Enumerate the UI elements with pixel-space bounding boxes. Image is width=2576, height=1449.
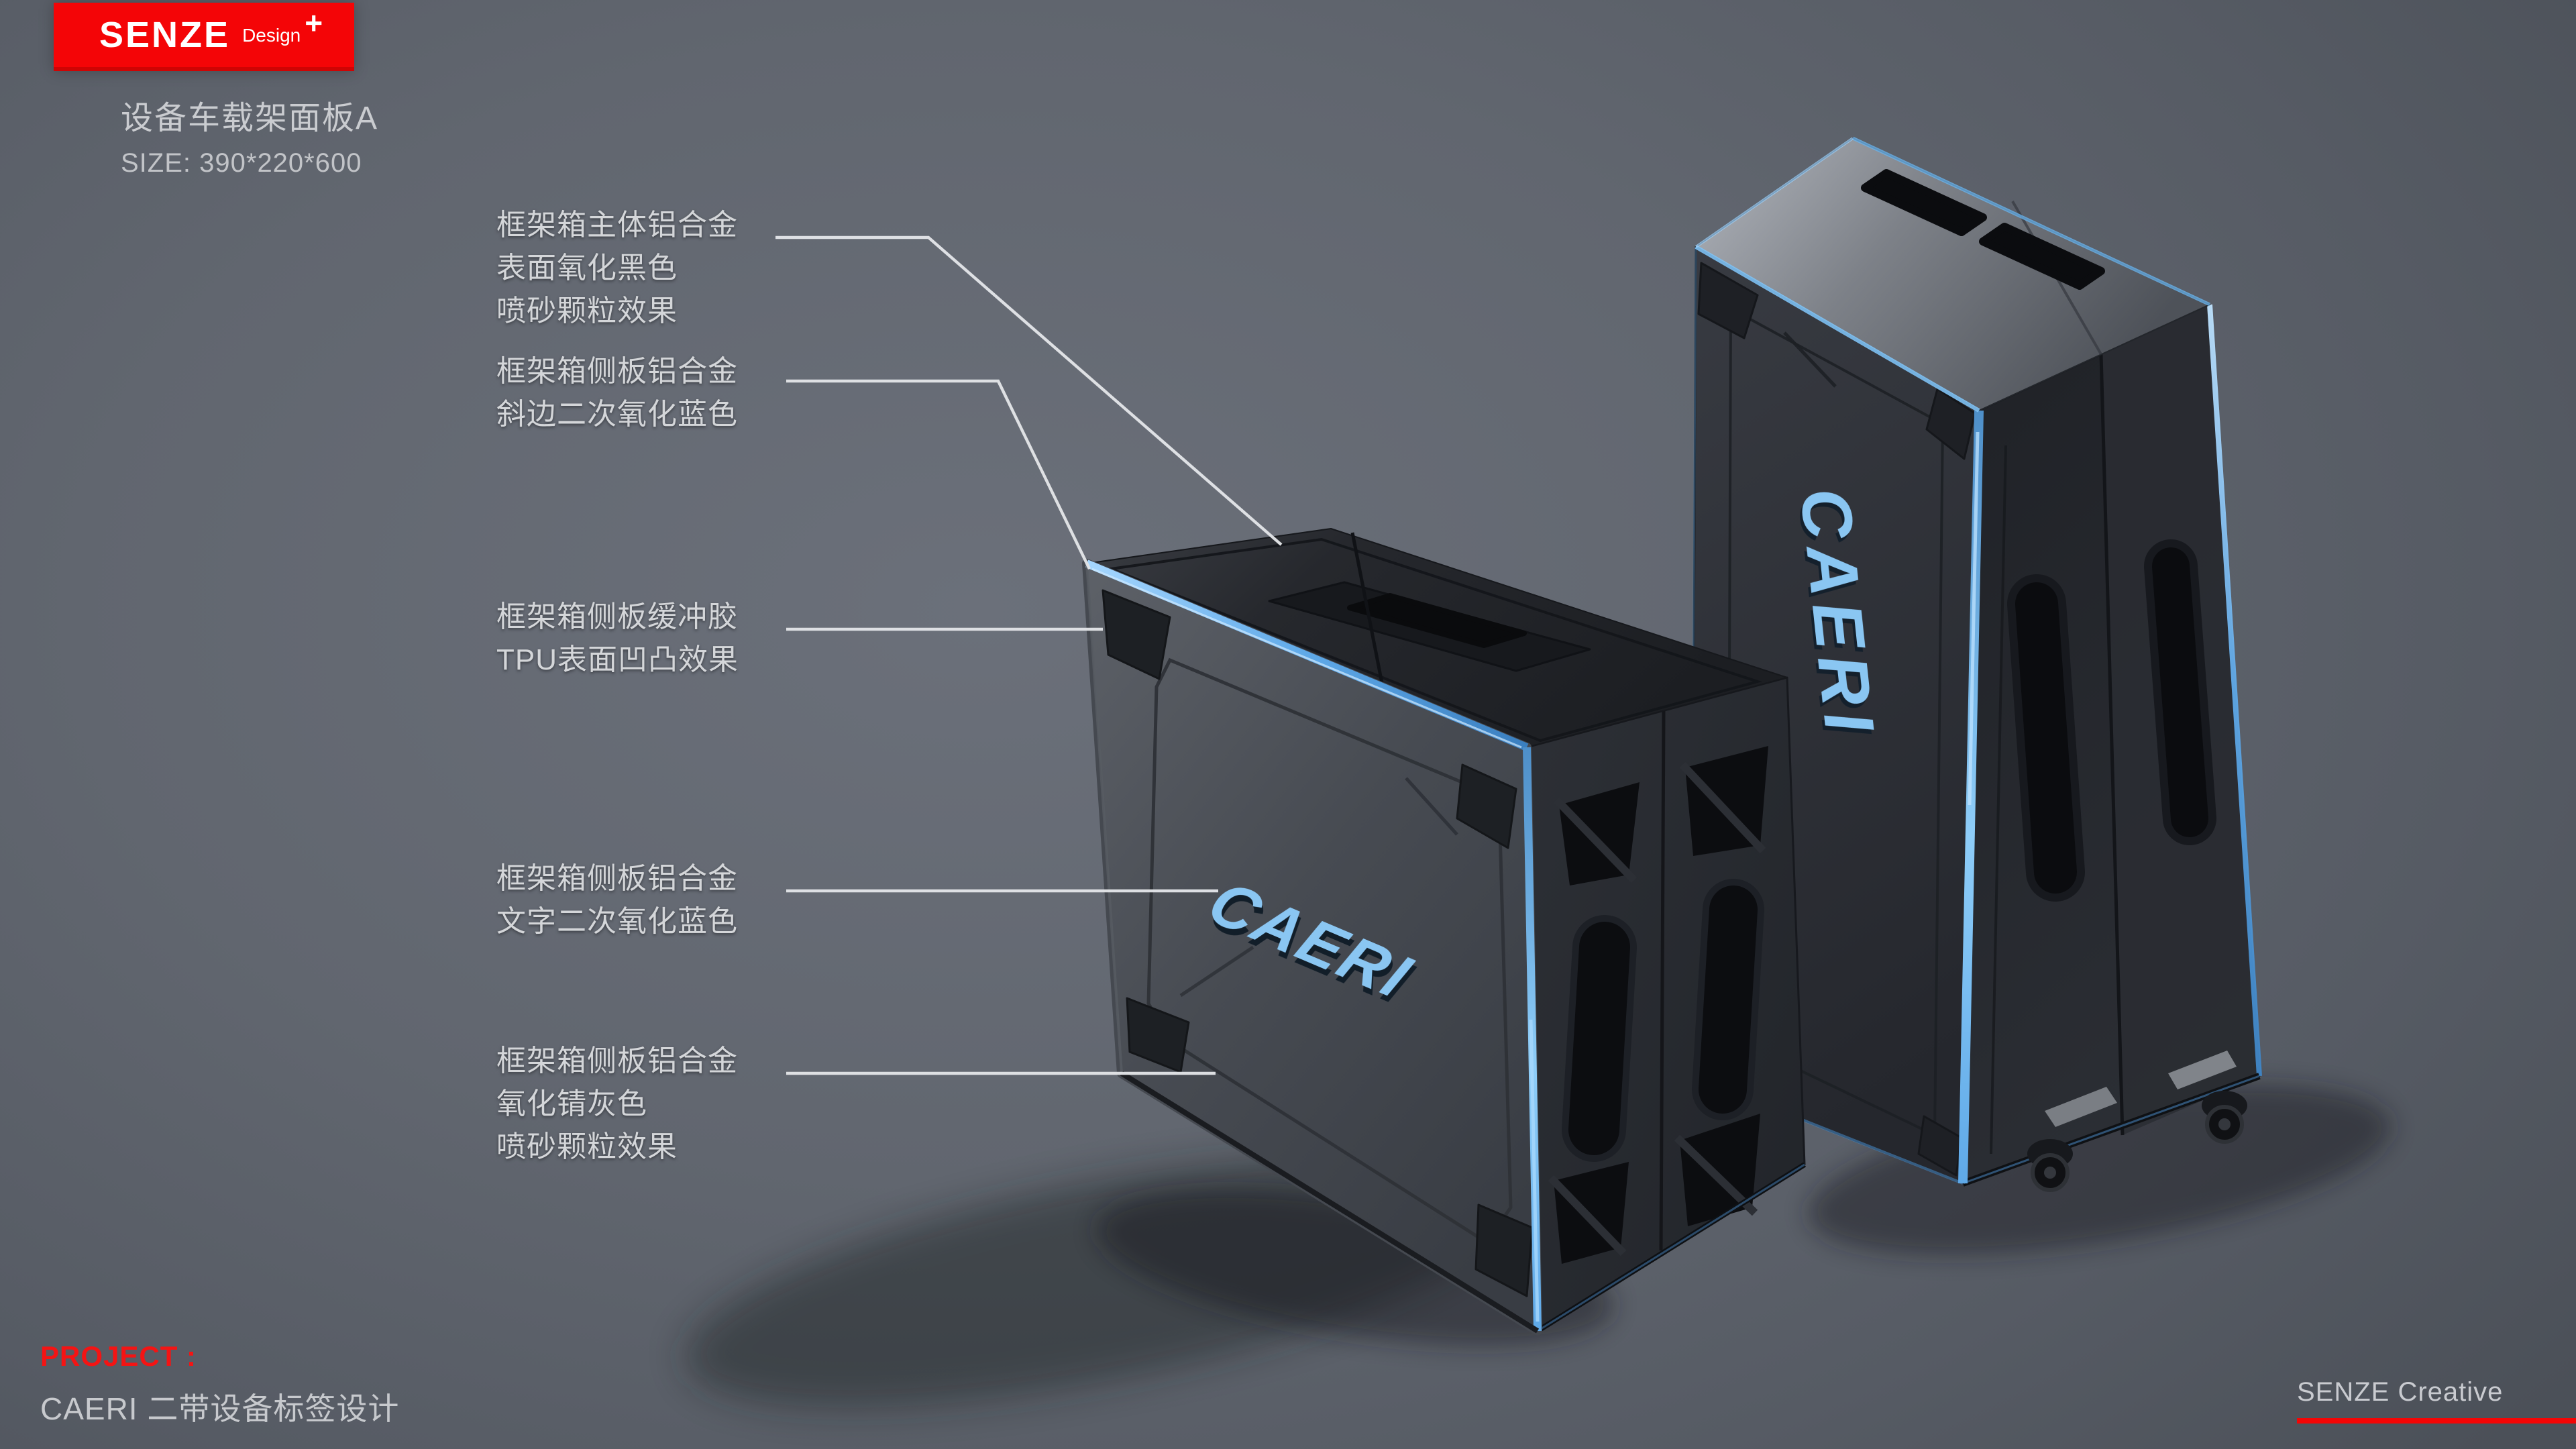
- callout-side-panel-edge: 框架箱侧板铝合金 斜边二次氧化蓝色: [496, 350, 738, 436]
- callout-line: 框架箱侧板缓冲胶: [496, 600, 739, 633]
- callout-line: 斜边二次氧化蓝色: [496, 397, 739, 431]
- senze-logo-plus: +: [305, 5, 323, 40]
- right-case-blue-edge-top-front: [1695, 245, 1980, 413]
- callout-line: 文字二次氧化蓝色: [496, 904, 739, 938]
- tpu-corner-pad-top-left: [1102, 589, 1171, 680]
- left-case-lid-seam: [1350, 532, 1384, 684]
- callout-main-body: 框架箱主体铝合金 表面氧化黑色 喷砂颗粒效果: [496, 204, 738, 333]
- studio-credit-underline: [2297, 1418, 2576, 1424]
- project-name: CAERI 二带设备标签设计: [40, 1391, 400, 1426]
- callout-line: 框架箱侧板铝合金: [496, 354, 739, 388]
- right-case-wheels: [2027, 1091, 2247, 1192]
- callout-line: 框架箱侧板铝合金: [496, 861, 739, 895]
- left-case-side-seam: [1659, 710, 1666, 1251]
- right-case-bottom-accent-front: [2045, 1087, 2117, 1127]
- callout-tpu-bumper: 框架箱侧板缓冲胶 TPU表面凹凸效果: [496, 596, 739, 682]
- callout-line: 框架箱主体铝合金: [496, 208, 739, 241]
- product-title-block: 设备车载架面板A SIZE: 390*220*600: [121, 91, 378, 180]
- project-label: PROJECT :: [40, 1342, 197, 1373]
- right-case-shell-seam: [2099, 354, 2125, 1136]
- callout-line: 喷砂颗粒效果: [496, 1130, 678, 1163]
- senze-logo-text: SENZE: [99, 14, 231, 54]
- left-case-side-cutouts-back: [1674, 746, 1768, 1226]
- left-case-lid-groove: [1106, 537, 1762, 743]
- right-case-bottom-accent-back: [2168, 1051, 2237, 1089]
- right-case-top-handle-slot-1: [1861, 169, 1987, 236]
- studio-credit: SENZE Creative: [2297, 1378, 2504, 1407]
- callout-line: 氧化锖灰色: [496, 1087, 648, 1120]
- callout-logo-text: 框架箱侧板铝合金 文字二次氧化蓝色: [496, 857, 738, 943]
- right-case-handle-cutout-back: [2152, 547, 2208, 837]
- project-block: PROJECT : CAERI 二带设备标签设计: [40, 1342, 399, 1429]
- left-case-blue-chamfer-top: [1085, 559, 1529, 751]
- right-case-blue-edge-top-back: [1851, 136, 2211, 307]
- leader-line-2: [786, 379, 1091, 570]
- product-size: SIZE: 390*220*600: [121, 149, 362, 178]
- callout-line: 喷砂颗粒效果: [496, 294, 678, 327]
- senze-logo-suffix: Design: [242, 24, 301, 46]
- callout-line: 表面氧化黑色: [496, 251, 678, 284]
- callout-line: 框架箱侧板铝合金: [496, 1044, 739, 1077]
- product-title: 设备车载架面板A: [121, 101, 379, 137]
- callout-line: TPU表面凹凸效果: [496, 643, 739, 676]
- callout-leader-lines: [775, 235, 1283, 1075]
- left-case-corner-pads: [1102, 589, 1534, 1297]
- right-case-blue-edge-right: [2207, 304, 2262, 1077]
- right-case-top-handle-slot-2: [1979, 223, 2105, 290]
- left-case-handle-slot: [1347, 593, 1527, 648]
- right-case-handle-cutout-front: [2015, 582, 2077, 894]
- senze-logo-plate: SENZE Design +: [54, 3, 354, 71]
- right-case-render: CAERI: [1690, 136, 2262, 1192]
- leader-line-1: [775, 235, 1283, 546]
- left-case-side-cutouts-front: [1548, 782, 1640, 1264]
- callout-gray-panel: 框架箱侧板铝合金 氧化锖灰色 喷砂颗粒效果: [496, 1040, 738, 1169]
- left-case-render: CAERI: [1082, 528, 1807, 1336]
